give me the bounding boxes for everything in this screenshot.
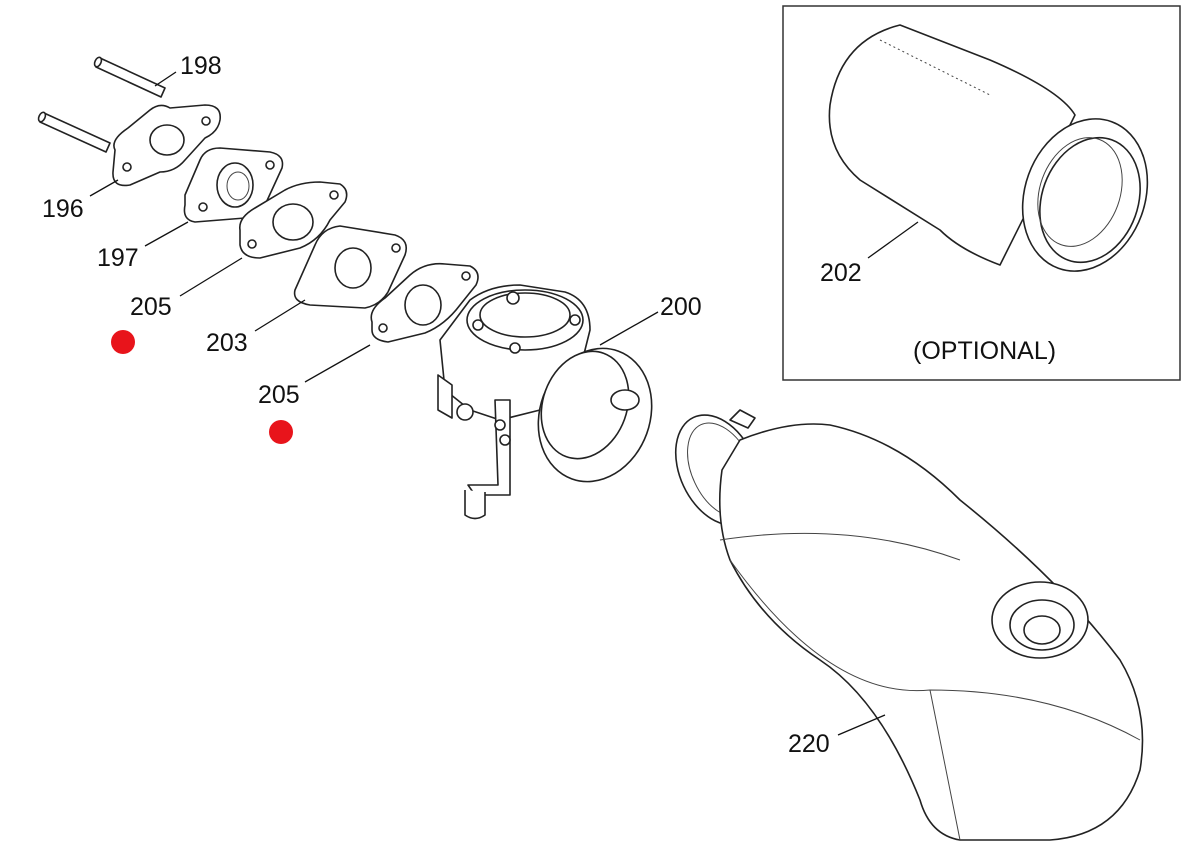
spacer-197 [183,147,284,223]
label-220: 220 [788,730,830,758]
label-196: 196 [42,195,84,223]
label-203: 203 [206,329,248,357]
label-198: 198 [180,52,222,80]
red-marker-dot [269,420,293,444]
gasket-205b [370,262,479,343]
stud-part [37,56,166,153]
carburetor-200 [437,284,653,520]
label-205-upper: 205 [130,293,172,321]
optional-inset-box [782,5,1181,381]
label-202: 202 [820,259,862,287]
red-marker-dot [111,330,135,354]
gasket-205a [238,181,348,259]
air-filter-202 [828,24,1149,272]
label-205-lower: 205 [258,381,300,409]
label-197: 197 [97,244,139,272]
leader-lines [89,71,919,736]
optional-caption: (OPTIONAL) [913,337,1056,365]
airbox-220 [674,409,1144,841]
spacer-203 [293,225,408,309]
gasket-196 [112,104,222,187]
label-200: 200 [660,293,702,321]
